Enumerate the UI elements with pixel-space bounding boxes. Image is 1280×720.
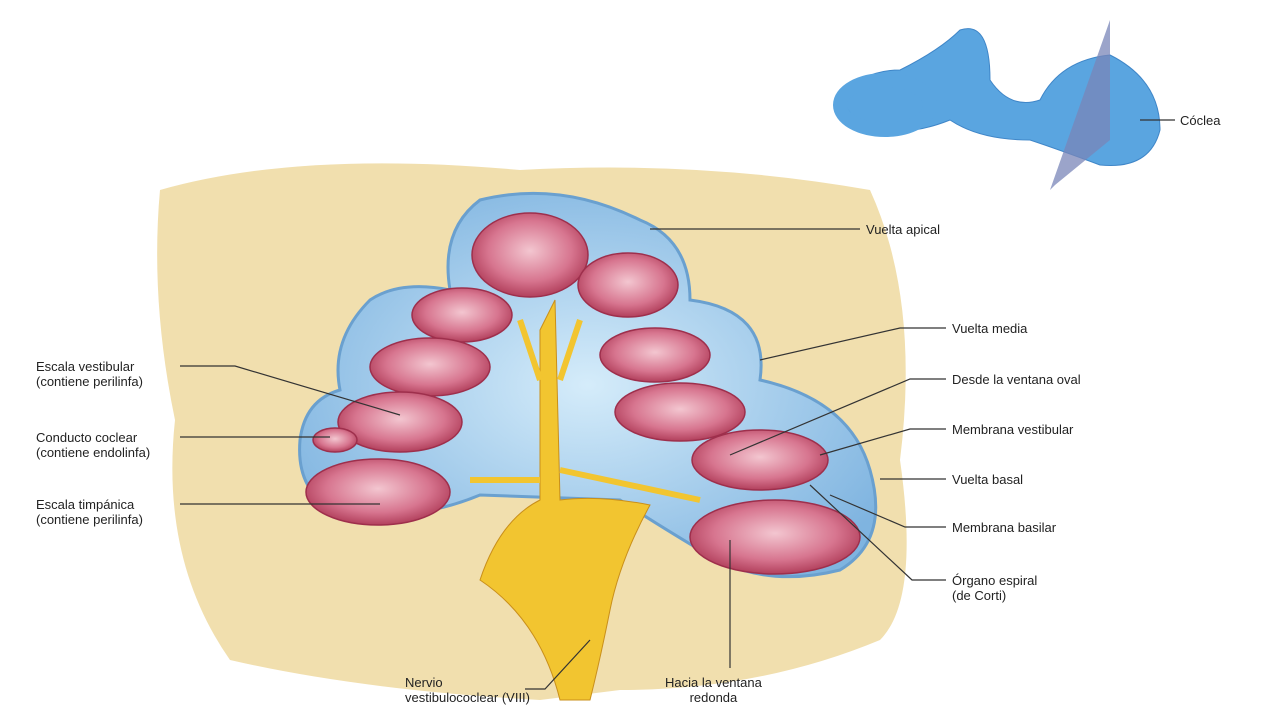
label-line: (contiene perilinfa)	[36, 374, 143, 389]
label-line: vestibulococlear (VIII)	[405, 690, 530, 705]
scala-basal-tympani	[689, 499, 861, 575]
scala-apical-1	[471, 212, 589, 298]
label-nervio: Nervio vestibulococlear (VIII)	[405, 675, 530, 705]
label-conducto-coclear: Conducto coclear (contiene endolinfa)	[36, 430, 150, 460]
scala-tympani	[305, 458, 451, 526]
label-escala-timpanica: Escala timpánica (contiene perilinfa)	[36, 497, 143, 527]
label-coclea: Cóclea	[1180, 113, 1221, 128]
label-line: Escala vestibular	[36, 359, 135, 374]
scala-right-2	[614, 382, 746, 442]
scala-media-2	[369, 337, 491, 397]
label-membrana-vestibular: Membrana vestibular	[952, 422, 1074, 437]
label-vuelta-apical: Vuelta apical	[866, 222, 940, 237]
label-line: Nervio	[405, 675, 443, 690]
label-desde-ventana-oval: Desde la ventana oval	[952, 372, 1081, 387]
scala-apical-2	[577, 252, 679, 318]
label-line: Hacia la ventana	[665, 675, 762, 690]
leader-lines	[180, 119, 1175, 690]
label-line: (contiene perilinfa)	[36, 512, 143, 527]
label-line: Escala timpánica	[36, 497, 135, 512]
label-organo-espiral: Órgano espiral (de Corti)	[952, 573, 1037, 603]
label-line: Órgano espiral	[952, 573, 1038, 588]
vestibulocochlear-nerve	[479, 299, 651, 701]
scala-right-1	[599, 327, 711, 383]
label-line: redonda	[689, 690, 738, 705]
label-membrana-basilar: Membrana basilar	[952, 520, 1057, 535]
label-line: (contiene endolinfa)	[36, 445, 151, 460]
scala-media-1	[411, 287, 513, 343]
label-vuelta-basal: Vuelta basal	[952, 472, 1024, 487]
label-line: Conducto coclear	[36, 430, 138, 445]
scala-basal-vestibuli	[691, 429, 829, 491]
label-escala-vestibular: Escala vestibular (contiene perilinfa)	[36, 359, 143, 389]
inner-ear-inset	[833, 20, 1161, 190]
label-line: (de Corti)	[952, 588, 1007, 603]
cochlear-duct	[312, 427, 358, 453]
label-vuelta-media: Vuelta media	[952, 321, 1028, 336]
scala-vestibuli	[337, 391, 463, 453]
label-ventana-redonda: Hacia la ventana redonda	[665, 675, 762, 705]
